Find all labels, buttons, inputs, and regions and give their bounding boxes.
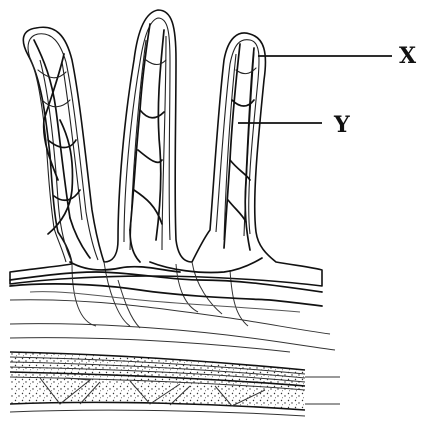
villi [10, 10, 322, 328]
label-x: X [399, 43, 417, 69]
label-y: Y [333, 112, 350, 138]
label-x-group: X [258, 43, 417, 69]
muscle-layers [10, 352, 340, 416]
submucosa [10, 300, 335, 352]
